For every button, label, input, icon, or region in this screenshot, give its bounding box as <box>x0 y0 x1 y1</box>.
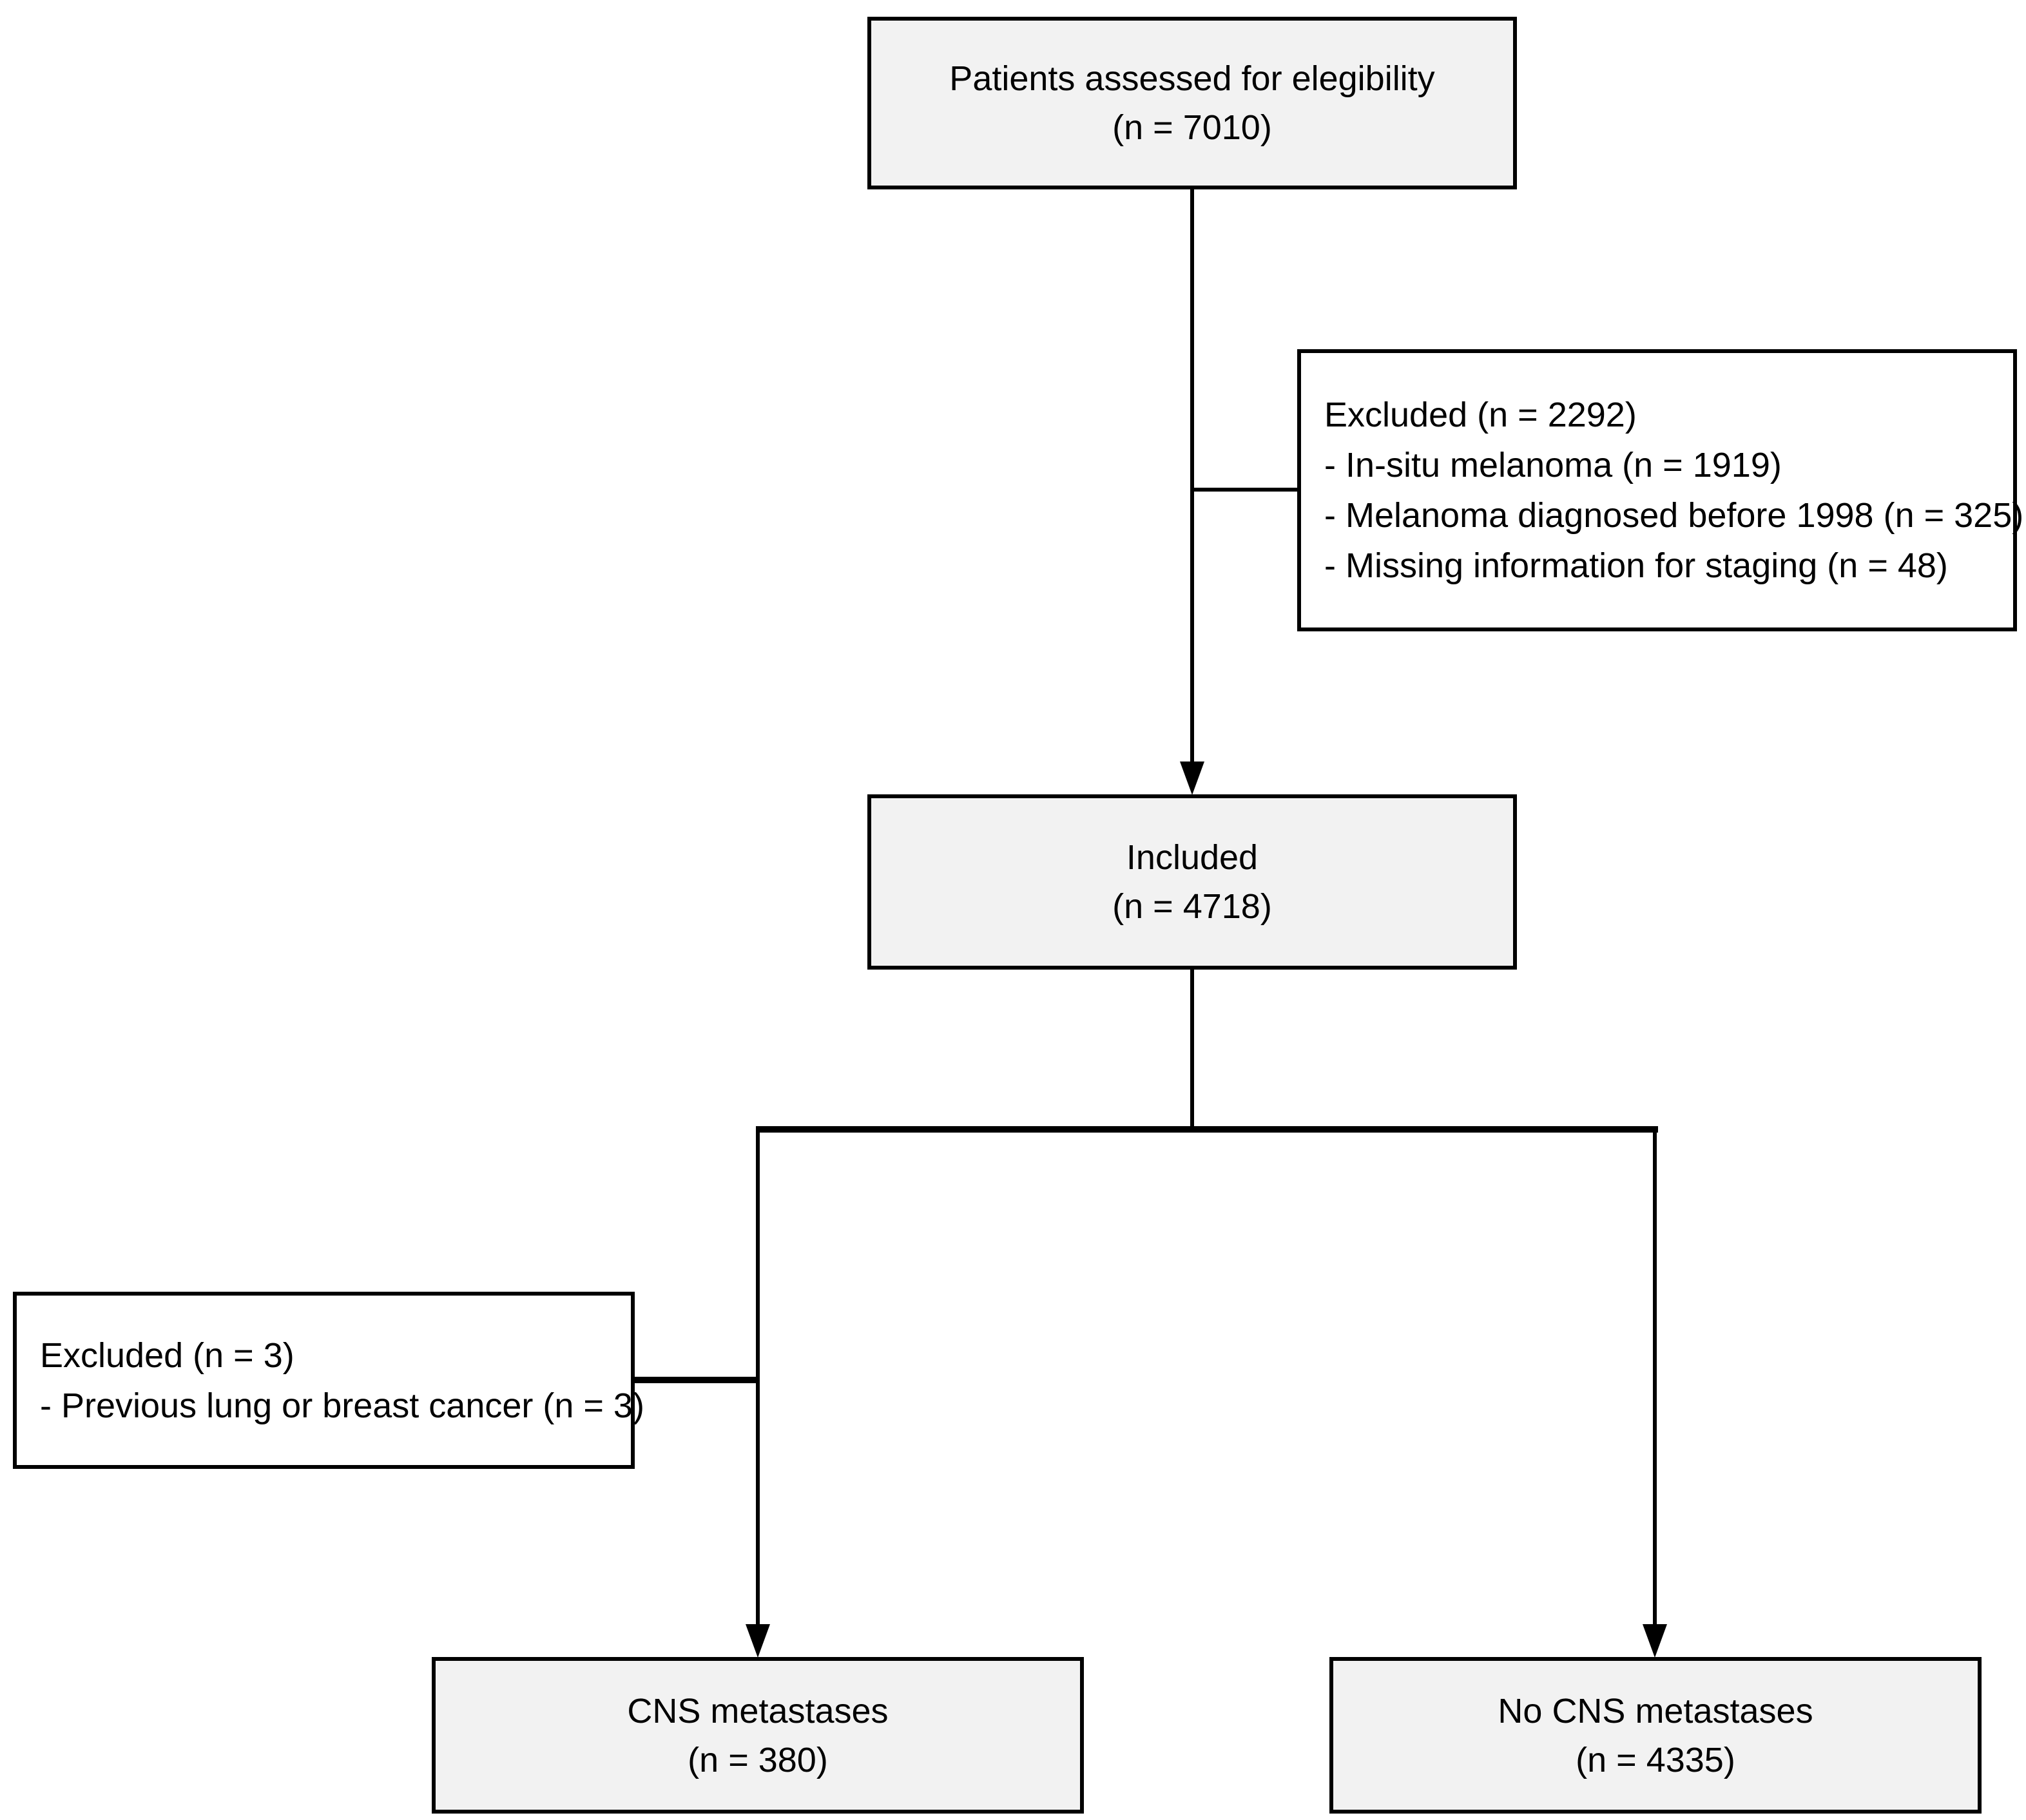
box-cns-metastases: CNS metastases (n = 380) <box>432 1657 1084 1814</box>
connector-excluded-cns-branch <box>635 1377 758 1383</box>
included-label: Included <box>1126 838 1259 877</box>
connector-assessed-to-included <box>1190 189 1194 766</box>
excluded-main-title: Excluded (n = 2292) <box>1324 396 1637 434</box>
cns-metastases-label: CNS metastases <box>627 1691 889 1730</box>
box-included: Included (n = 4718) <box>867 794 1517 970</box>
excluded-main-reason-3: - Missing information for staging (n = 4… <box>1324 546 1948 585</box>
box-no-cns-metastases: No CNS metastases (n = 4335) <box>1329 1657 1982 1814</box>
patients-assessed-label: Patients assessed for elegibility <box>949 59 1435 98</box>
arrowhead-to-no-cns-icon <box>1643 1624 1667 1658</box>
connector-included-to-split <box>1190 970 1194 1129</box>
box-patients-assessed: Patients assessed for elegibility (n = 7… <box>867 17 1517 189</box>
no-cns-metastases-label: No CNS metastases <box>1498 1691 1813 1730</box>
cns-metastases-count: (n = 380) <box>688 1740 828 1779</box>
included-count: (n = 4718) <box>1112 887 1272 926</box>
no-cns-metastases-count: (n = 4335) <box>1576 1740 1735 1779</box>
connector-split-to-no-cns <box>1653 1126 1657 1630</box>
connector-split-horizontal <box>756 1126 1658 1133</box>
excluded-cns-reason-1: - Previous lung or breast cancer (n = 3) <box>40 1386 644 1425</box>
excluded-cns-title: Excluded (n = 3) <box>40 1336 294 1375</box>
patients-assessed-count: (n = 7010) <box>1112 108 1272 147</box>
arrowhead-to-cns-icon <box>746 1624 770 1658</box>
arrowhead-to-included-icon <box>1180 762 1204 795</box>
connector-branch-to-excluded-main <box>1192 488 1304 492</box>
box-excluded-main: Excluded (n = 2292) - In-situ melanoma (… <box>1297 349 2023 631</box>
excluded-main-reason-2: - Melanoma diagnosed before 1998 (n = 32… <box>1324 496 2024 535</box>
box-excluded-cns: Excluded (n = 3) - Previous lung or brea… <box>13 1292 644 1469</box>
excluded-main-reason-1: - In-situ melanoma (n = 1919) <box>1324 446 1782 484</box>
